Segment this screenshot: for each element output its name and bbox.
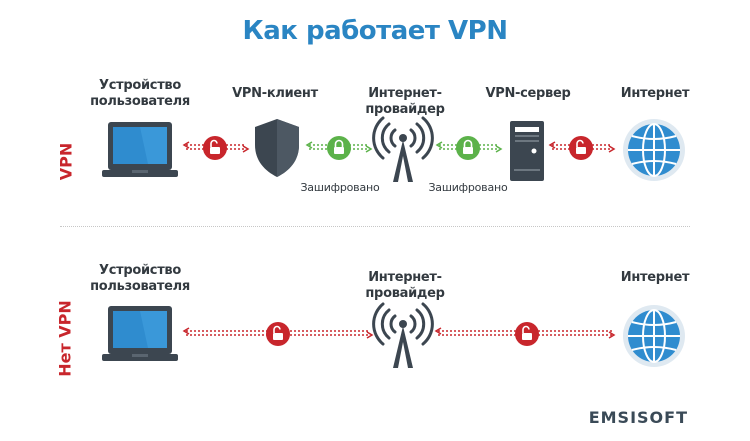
vpn-client-label: VPN-клиент: [232, 86, 318, 101]
unlocked-padlock-icon: [203, 136, 227, 160]
antenna-icon: [372, 302, 434, 368]
vpn-device-label: Устройство пользователя: [90, 78, 190, 109]
shield-icon: [255, 119, 299, 177]
server-icon: [510, 121, 544, 181]
laptop-icon: [102, 122, 178, 177]
antenna-icon: [372, 116, 434, 182]
novpn-internet-label: Интернет: [620, 270, 690, 285]
row-divider: [60, 226, 690, 227]
vpn-side-label: VPN: [56, 142, 76, 181]
vpn-encrypted-label-1: Зашифровано: [300, 181, 380, 194]
locked-padlock-icon: [456, 136, 480, 160]
globe-icon: [623, 119, 685, 181]
unlocked-padlock-icon: [266, 322, 290, 346]
laptop-icon: [102, 306, 178, 361]
vpn-encrypted-label-2: Зашифровано: [428, 181, 508, 194]
unlocked-padlock-icon: [515, 322, 539, 346]
page-title: Как работает VPN: [242, 16, 508, 46]
brand-logo: EMSISOFT: [588, 408, 688, 427]
vpn-server-label: VPN-сервер: [485, 86, 571, 101]
unlocked-padlock-icon: [569, 136, 593, 160]
locked-padlock-icon: [327, 136, 351, 160]
novpn-side-label: Нет VPN: [55, 300, 75, 377]
vpn-internet-label: Интернет: [620, 86, 690, 101]
novpn-isp-label: Интернет-провайдер: [365, 270, 445, 301]
vpn-isp-label: Интернет-провайдер: [365, 86, 445, 117]
globe-icon: [623, 305, 685, 367]
novpn-device-label: Устройство пользователя: [90, 263, 190, 294]
connection-isp-internet: [434, 327, 616, 339]
